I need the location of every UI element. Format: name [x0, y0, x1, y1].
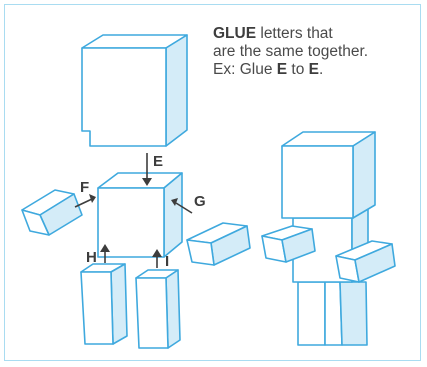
arrow-h	[100, 244, 110, 263]
label-i: I	[165, 253, 169, 270]
label-g: G	[194, 193, 206, 210]
border-frame	[4, 4, 421, 361]
instructions-text: GLUE letters that are the same together.…	[213, 25, 423, 79]
arrow-i	[152, 249, 162, 268]
instructions-line1: letters that	[256, 25, 333, 42]
example-letter-1: E	[276, 61, 288, 78]
left-arm-piece	[21, 189, 83, 236]
instructions-line2: are the same together.	[213, 43, 369, 60]
example-letter-2: E	[308, 61, 319, 78]
instructions-line3-end: .	[318, 61, 324, 78]
instructions-line3-mid: to	[287, 61, 309, 78]
label-h: H	[86, 249, 97, 266]
label-e: E	[153, 153, 163, 170]
arrow-f	[74, 194, 96, 208]
right-arm-piece	[186, 222, 251, 266]
torso-piece	[97, 172, 183, 258]
arrow-g	[171, 198, 193, 214]
arrow-e	[142, 153, 152, 186]
head-piece	[81, 34, 188, 147]
left-leg-piece	[80, 263, 128, 345]
instructions-line3-start: Ex: Glue	[213, 61, 277, 78]
assembled-figure	[261, 131, 396, 346]
label-f: F	[80, 179, 89, 196]
right-leg-piece	[135, 269, 181, 349]
glue-word: GLUE	[213, 25, 257, 42]
